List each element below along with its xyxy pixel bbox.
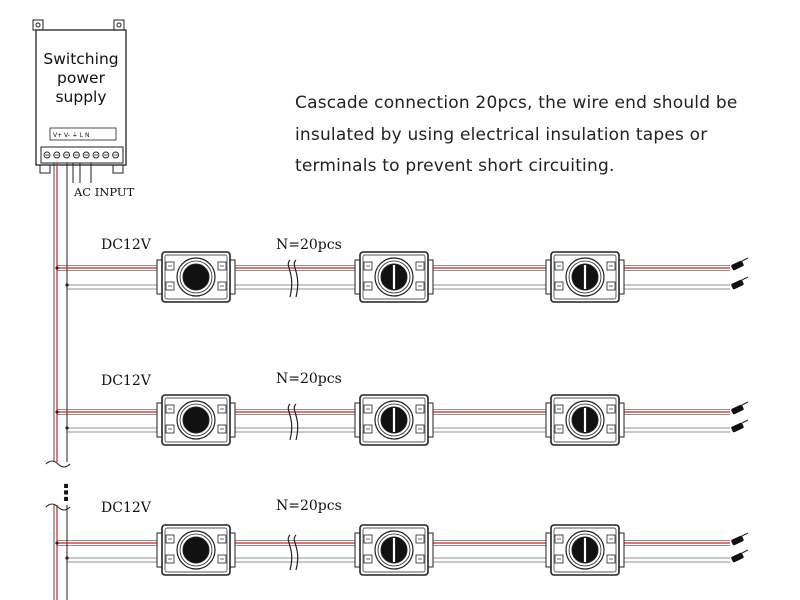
switching-power-supply: Switching power supply V+ V- ⏚ L N AC IN… bbox=[32, 19, 135, 199]
led-module bbox=[545, 524, 625, 576]
led-module bbox=[156, 251, 236, 303]
junction-dot bbox=[55, 541, 59, 545]
wire-end-connector bbox=[731, 276, 749, 290]
led-row-3 bbox=[55, 524, 749, 576]
wire-end-connector bbox=[731, 257, 749, 271]
wire-end-connector bbox=[731, 532, 749, 546]
row-2-voltage-label: DC12V bbox=[101, 373, 152, 389]
junction-dot bbox=[65, 426, 69, 430]
psu-title-line-2: power bbox=[57, 69, 106, 87]
row-1-count-label: N=20pcs bbox=[276, 237, 342, 253]
led-module bbox=[354, 524, 434, 576]
led-module bbox=[354, 251, 434, 303]
series-break-mark bbox=[287, 534, 293, 571]
junction-dot bbox=[65, 283, 69, 287]
led-row-2 bbox=[55, 394, 749, 446]
row-3-voltage-label: DC12V bbox=[101, 500, 152, 516]
led-module bbox=[545, 251, 625, 303]
series-break-mark bbox=[287, 403, 293, 441]
row-labels: DC12V N=20pcs DC12V N=20pcs DC12V N=20pc… bbox=[55, 237, 342, 516]
junction-dot bbox=[55, 266, 59, 270]
led-module bbox=[156, 524, 236, 576]
lens bbox=[182, 536, 210, 564]
terminal-screws bbox=[43, 151, 120, 159]
continuation-ellipsis: ⋮ bbox=[55, 481, 77, 506]
row-1-voltage-label: DC12V bbox=[101, 237, 152, 253]
junction-dot bbox=[55, 410, 59, 414]
series-break-mark bbox=[293, 534, 299, 571]
led-module bbox=[545, 394, 625, 446]
main-bus bbox=[45, 163, 71, 600]
led-module bbox=[156, 394, 236, 446]
ac-input-label: AC INPUT bbox=[73, 185, 135, 199]
instruction-note: Cascade connection 20pcs, the wire end s… bbox=[295, 93, 737, 176]
wire-break-mark bbox=[45, 460, 71, 468]
series-break-mark bbox=[287, 259, 293, 298]
lens bbox=[182, 406, 210, 434]
wire-end-connector bbox=[731, 419, 749, 433]
wire-break-mark bbox=[45, 503, 71, 511]
led-module bbox=[354, 394, 434, 446]
note-line-1: Cascade connection 20pcs, the wire end s… bbox=[295, 93, 737, 113]
junction-dot bbox=[65, 556, 69, 560]
psu-label-plate bbox=[49, 127, 117, 141]
psu-title-line-1: Switching bbox=[43, 50, 118, 68]
note-line-2: insulated by using electrical insulation… bbox=[295, 125, 707, 145]
series-break-mark bbox=[293, 259, 299, 298]
row-2-count-label: N=20pcs bbox=[276, 371, 342, 387]
lens bbox=[182, 263, 210, 291]
row-3-count-label: N=20pcs bbox=[276, 498, 342, 514]
led-module-rows bbox=[55, 251, 749, 576]
psu-terminal-label: V+ V- ⏚ L N bbox=[53, 132, 90, 139]
led-row-1 bbox=[55, 251, 749, 303]
wire-end-connector bbox=[731, 549, 749, 563]
note-line-3: terminals to prevent short circuiting. bbox=[295, 156, 615, 176]
psu-title-line-3: supply bbox=[55, 88, 106, 106]
series-break-mark bbox=[293, 403, 299, 441]
wire-end-connector bbox=[731, 401, 749, 415]
